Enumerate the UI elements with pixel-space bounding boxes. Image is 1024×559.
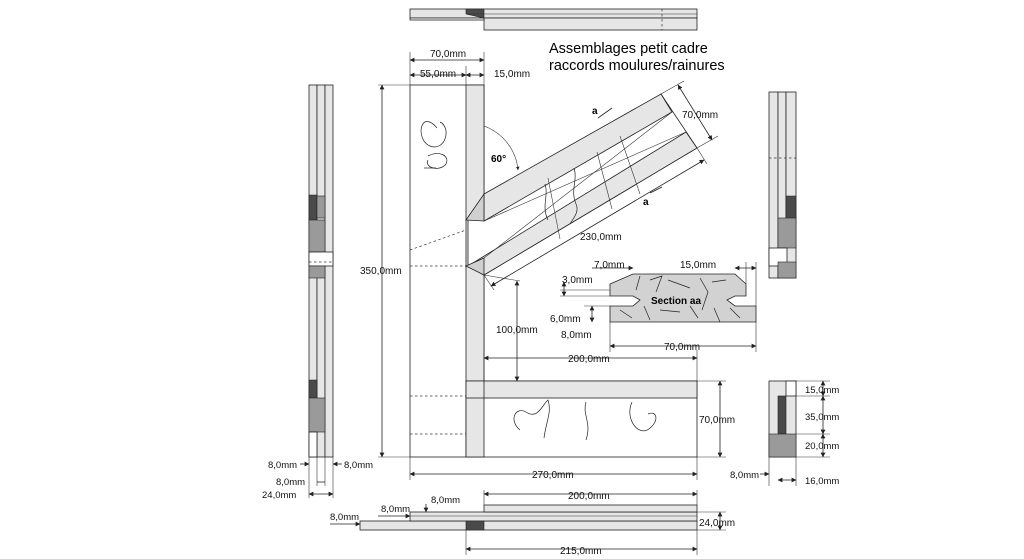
dim-section-7: 7,0mm bbox=[594, 260, 625, 271]
section-marker-top: a bbox=[592, 106, 598, 117]
dim-section-6: 6,0mm bbox=[550, 314, 581, 325]
dim-bottom-270: 270,0mm bbox=[532, 470, 574, 481]
dimension-lines bbox=[300, 52, 830, 555]
dim-left-8b: 8,0mm bbox=[344, 460, 373, 471]
dim-right-70: 70,0mm bbox=[699, 415, 735, 426]
dim-left-24: 24,0mm bbox=[262, 490, 296, 501]
dim-bottom-8b: 8,0mm bbox=[381, 504, 410, 515]
left-side-view bbox=[308, 84, 334, 458]
title-line-1: Assemblages petit cadre bbox=[549, 41, 708, 57]
dim-top-70: 70,0mm bbox=[430, 49, 466, 60]
dim-bottom-215: 215,0mm bbox=[560, 546, 602, 557]
angle-label: 60° bbox=[491, 154, 506, 165]
dim-diag-70: 70,0mm bbox=[682, 110, 718, 121]
title-line-2: raccords moulures/rainures bbox=[549, 58, 725, 74]
dim-section-3: 3,0mm bbox=[562, 275, 593, 286]
dim-right-35: 35,0mm bbox=[805, 412, 839, 423]
dimension-labels: 70,0mm 55,0mm 15,0mm 70,0mm 230,0mm 350,… bbox=[262, 49, 839, 557]
dim-bottom-200: 200,0mm bbox=[568, 491, 610, 502]
bottom-edge-view bbox=[359, 504, 698, 531]
dim-right-15: 15,0mm bbox=[805, 385, 839, 396]
dim-diag-230: 230,0mm bbox=[580, 232, 622, 243]
section-marker-bottom: a bbox=[643, 197, 649, 208]
dim-section-70: 70,0mm bbox=[664, 342, 700, 353]
dim-height-350: 350,0mm bbox=[360, 266, 402, 277]
right-upper-side-view bbox=[768, 91, 797, 279]
dim-top-55: 55,0mm bbox=[420, 69, 456, 80]
right-lower-side-view bbox=[768, 380, 797, 458]
dim-200: 200,0mm bbox=[568, 354, 610, 365]
section-label: Section aa bbox=[651, 296, 701, 307]
dim-bottom-24: 24,0mm bbox=[699, 518, 735, 529]
dim-section-15: 15,0mm bbox=[680, 260, 716, 271]
dim-bottom-8c: 8,0mm bbox=[330, 512, 359, 523]
dim-right-16: 16,0mm bbox=[805, 476, 839, 487]
dim-left-8a: 8,0mm bbox=[268, 460, 297, 471]
top-edge-view bbox=[409, 8, 698, 31]
dim-100: 100,0mm bbox=[496, 325, 538, 336]
dim-section-8: 8,0mm bbox=[561, 330, 592, 341]
dim-right-20: 20,0mm bbox=[805, 441, 839, 452]
main-frame-plan: 60° bbox=[409, 84, 698, 458]
dim-right-8: 8,0mm bbox=[730, 470, 759, 481]
dim-bottom-8a: 8,0mm bbox=[431, 495, 460, 506]
scroll-ornament bbox=[420, 121, 447, 148]
dim-top-15: 15,0mm bbox=[494, 69, 530, 80]
section-aa: Section aa bbox=[609, 273, 757, 323]
dim-left-8c: 8,0mm bbox=[276, 477, 305, 488]
